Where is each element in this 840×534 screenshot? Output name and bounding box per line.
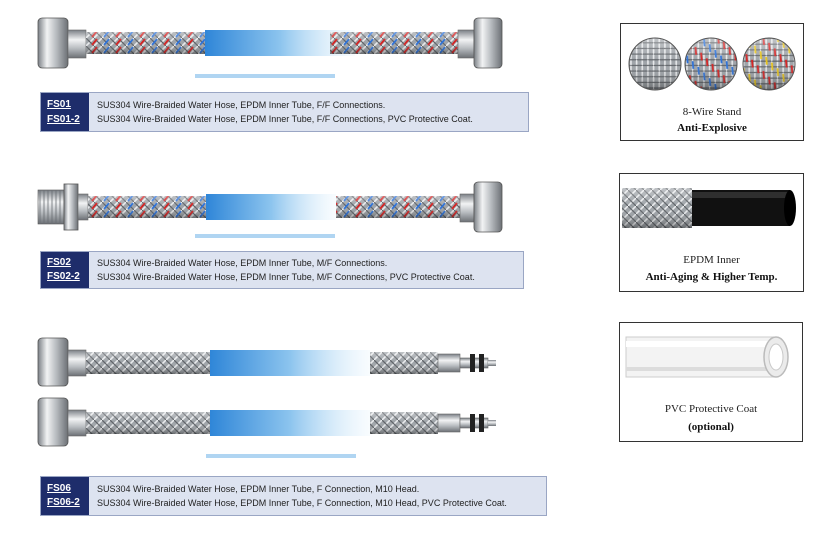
feature-highlight: Anti-Explosive [677,122,747,134]
feature-caption: EPDM Inner [683,254,740,266]
feature-card-pvc: PVC Protective Coat (optional) [619,322,803,442]
feature-caption: PVC Protective Coat [664,403,758,415]
feature-highlight: Anti-Aging & Higher Temp. [645,271,778,283]
product-codes: FS06 FS06-2 [41,477,89,515]
feature-card-8-wire: 8-Wire Stand Anti-Explosive [620,23,804,141]
braided-hose-cross-section-image [628,37,796,91]
pvc-clear-tube-image [625,336,789,378]
product-description: SUS304 Wire-Braided Water Hose, EPDM Inn… [97,114,473,124]
hose-fs06-image [37,337,496,387]
product-codes: FS01 FS01-2 [41,93,89,131]
product-info-fs01: FS01 FS01-2 SUS304 Wire-Braided Water Ho… [40,92,529,132]
product-description: SUS304 Wire-Braided Water Hose, EPDM Inn… [97,498,507,508]
product-code: FS06-2 [47,497,80,508]
product-code: FS01-2 [47,114,80,125]
product-code: FS06 [47,483,71,494]
hose-fs02-image [37,181,503,238]
epdm-inner-tube-image [622,188,796,228]
product-code: FS02 [47,257,71,268]
product-codes: FS02 FS02-2 [41,252,89,288]
feature-card-epdm: EPDM Inner Anti-Aging & Higher Temp. [619,173,804,292]
hose-fs01-image [37,17,503,78]
product-description: SUS304 Wire-Braided Water Hose, EPDM Inn… [97,484,420,494]
feature-highlight: (optional) [688,421,734,433]
hose-fs06-2-image [37,397,496,458]
product-description: SUS304 Wire-Braided Water Hose, EPDM Inn… [97,258,388,268]
product-info-fs02: FS02 FS02-2 SUS304 Wire-Braided Water Ho… [40,251,524,289]
product-info-fs06: FS06 FS06-2 SUS304 Wire-Braided Water Ho… [40,476,547,516]
product-code: FS02-2 [47,271,80,282]
product-description: SUS304 Wire-Braided Water Hose, EPDM Inn… [97,100,386,110]
feature-caption: 8-Wire Stand [682,106,742,118]
product-code: FS01 [47,99,71,110]
product-description: SUS304 Wire-Braided Water Hose, EPDM Inn… [97,272,475,282]
